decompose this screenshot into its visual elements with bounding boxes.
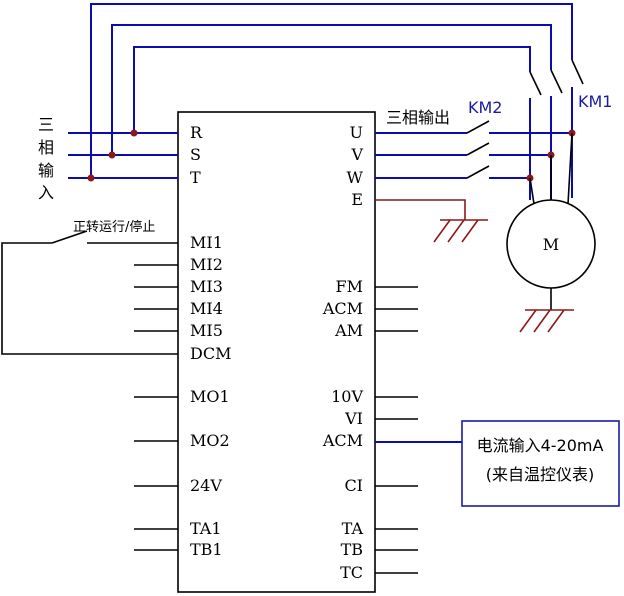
- terminal-mo2: MO2: [190, 431, 230, 450]
- right-terminal-labels: U V W E FM ACM AM 10V VI ACM CI TA TB TC: [322, 123, 364, 582]
- terminal-10v: 10V: [331, 387, 363, 406]
- terminal-ci: CI: [344, 476, 363, 495]
- terminal-w: W: [347, 168, 364, 187]
- left-terminal-labels: R S T MI1 MI2 MI3 MI4 MI5 DCM MO1 MO2 24…: [190, 123, 231, 559]
- terminal-dcm: DCM: [190, 344, 231, 363]
- terminal-tb: TB: [341, 540, 363, 559]
- signal-source-box: 电流输入4-20mA (来自温控仪表): [461, 420, 620, 507]
- signal-box-line2: (来自温控仪表): [486, 465, 595, 484]
- terminal-mi2: MI2: [190, 255, 223, 274]
- terminal-mi3: MI3: [190, 277, 223, 296]
- power-wires: [68, 3, 573, 443]
- terminal-am: AM: [334, 321, 363, 340]
- svg-text:输: 输: [38, 161, 54, 180]
- terminal-vi: VI: [344, 409, 363, 428]
- terminal-acm-2: ACM: [322, 431, 363, 450]
- switch-label: 正转运行/停止: [73, 219, 155, 235]
- ground-motor-icon: [519, 309, 574, 333]
- svg-text:相: 相: [38, 138, 54, 157]
- terminal-tb1: TB1: [190, 540, 223, 559]
- terminal-s: S: [190, 145, 201, 164]
- km2-label: KM2: [468, 98, 502, 117]
- output-label: 三相输出: [386, 108, 450, 127]
- terminal-v: V: [350, 145, 363, 164]
- terminal-mi4: MI4: [190, 299, 223, 318]
- three-phase-input-label: 三 相 输 入: [38, 115, 54, 202]
- terminal-mo1: MO1: [190, 387, 230, 406]
- km2-switch: [466, 120, 490, 179]
- km1-switch: [529, 59, 584, 96]
- svg-text:三: 三: [38, 115, 54, 134]
- forward-run-switch: [1, 230, 178, 355]
- terminal-e: E: [351, 190, 363, 209]
- right-terminal-stubs: [375, 286, 418, 574]
- terminal-24v: 24V: [190, 476, 222, 495]
- ground-e-icon: [375, 199, 488, 243]
- terminal-ta1: TA1: [190, 519, 222, 538]
- km1-label: KM1: [578, 92, 612, 111]
- motor-label: M: [543, 235, 559, 254]
- signal-box-line1: 电流输入4-20mA: [477, 436, 604, 455]
- motor: M: [506, 132, 596, 310]
- terminal-ta: TA: [342, 519, 364, 538]
- terminal-mi1: MI1: [190, 233, 223, 252]
- terminal-u: U: [350, 123, 363, 142]
- svg-text:入: 入: [38, 183, 54, 202]
- vfd-block: [177, 111, 376, 593]
- terminal-r: R: [190, 123, 203, 142]
- terminal-t: T: [190, 168, 201, 187]
- terminal-mi5: MI5: [190, 321, 223, 340]
- left-terminal-stubs: [134, 264, 178, 551]
- terminal-acm-1: ACM: [322, 299, 363, 318]
- terminal-tc: TC: [340, 563, 363, 582]
- terminal-fm: FM: [336, 277, 363, 296]
